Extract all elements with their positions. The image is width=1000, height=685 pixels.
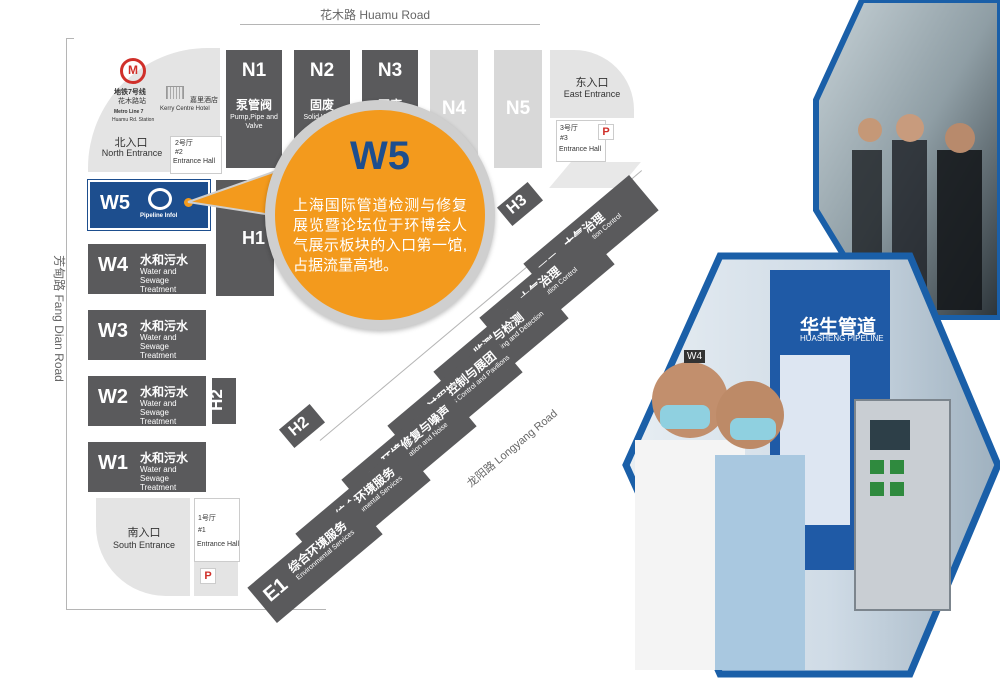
- kerry-cn: 嘉里酒店: [190, 97, 218, 104]
- hall-w4-en: Water and Sewage Treatment: [140, 267, 177, 294]
- hall-w4-code: W4: [98, 254, 128, 276]
- hall-n1-en: Pump,Pipe and Valve: [230, 114, 278, 130]
- hall1-num: #1: [198, 527, 206, 534]
- hall-w1-cn: 水和污水: [140, 451, 189, 465]
- west-road-bottom-tick: [66, 609, 326, 610]
- east-entrance-cn: 东入口: [575, 77, 609, 89]
- hall-w2[interactable]: W2 水和污水 Water and Sewage Treatment: [88, 376, 206, 426]
- west-road-top-tick: [66, 38, 74, 39]
- hall2-en: Entrance Hall: [173, 158, 216, 165]
- hall-h2-diagonal-code: H2: [285, 413, 313, 440]
- hall3-cn: 3号厅: [560, 125, 578, 132]
- hall-n2-cn: 固废: [309, 98, 334, 112]
- entrance-hall-3: [556, 120, 606, 162]
- hall-w2-en: Water and Sewage Treatment: [140, 399, 177, 426]
- hall-n1-cn: 泵管阀: [235, 98, 272, 112]
- southeast-road-label: 龙阳路 Longyang Road: [465, 407, 560, 490]
- metro-station-cn: 花木路站: [118, 98, 146, 105]
- callout-title: W5: [350, 134, 410, 178]
- hall-w3[interactable]: W3 水和污水 Water and Sewage Treatment: [88, 310, 206, 360]
- hall-w1-en: Water and Sewage Treatment: [140, 465, 177, 492]
- hall-n5-code: N5: [505, 98, 531, 119]
- parking-icon-south: P: [200, 568, 216, 584]
- metro-name-en: Metro Line 7: [114, 109, 144, 115]
- entrance-hall-1: [194, 498, 240, 562]
- hex-photo-bottom: [622, 252, 1000, 678]
- hall-w3-code: W3: [98, 320, 128, 342]
- pipeline-logo-text: Pipeline Infol: [140, 213, 178, 219]
- hall-h3-code: H3: [503, 191, 531, 218]
- parking-icon-east: P: [598, 124, 614, 140]
- hall-n1-code: N1: [241, 60, 267, 81]
- hall1-en: Entrance Hall: [197, 541, 240, 548]
- west-road-line: [66, 38, 67, 610]
- hall-h2-vertical[interactable]: H2: [207, 378, 236, 424]
- hex-photo-top: [813, 0, 1000, 320]
- booth-sign: W4: [684, 350, 705, 363]
- north-entrance-cn: 北入口: [114, 137, 148, 149]
- hall-e1-code: E1: [259, 573, 293, 607]
- hall-h1-code: H1: [242, 228, 266, 248]
- pipeline-logo-icon: [148, 188, 172, 210]
- metro-icon: M: [120, 58, 146, 84]
- south-entrance-cn: 南入口: [127, 527, 161, 539]
- w5-callout: W5 上海国际管道检测与修复展览暨论坛位于环博会人气展示板块的入口第一馆,占据流…: [265, 100, 495, 330]
- metro-station-en: Huamu Rd. Station: [112, 117, 155, 123]
- hall-w4[interactable]: W4 水和污水 Water and Sewage Treatment: [88, 244, 206, 294]
- hall3-num: #3: [560, 135, 568, 142]
- entrance-hall-2: [170, 136, 222, 174]
- venue-map: 花木路 Huamu Road 芳甸路 Fang Dian Road 龙阳路 Lo…: [51, 8, 659, 623]
- hall2-num: #2: [175, 149, 183, 156]
- hall-w5-code: W5: [100, 192, 130, 214]
- hall-w3-cn: 水和污水: [140, 319, 189, 333]
- hall-w2-code: W2: [98, 386, 128, 408]
- metro-icon-m: M: [128, 63, 138, 77]
- hall-w1[interactable]: W1 水和污水 Water and Sewage Treatment: [88, 442, 206, 492]
- west-road-label: 芳甸路 Fang Dian Road: [51, 255, 66, 382]
- north-road-label: 花木路 Huamu Road: [320, 8, 431, 22]
- hall-w1-code: W1: [98, 452, 128, 474]
- hall3-en: Entrance Hall: [559, 146, 602, 153]
- callout-text: 上海国际管道检测与修复展览暨论坛位于环博会人气展示板块的入口第一馆,占据流量高地…: [293, 197, 467, 274]
- booth-brand-en: HUASHENG PIPELINE: [800, 334, 884, 343]
- hall-w3-en: Water and Sewage Treatment: [140, 333, 177, 360]
- hall-h3[interactable]: H3: [496, 181, 544, 227]
- booth-brand-cn: 华生管道: [800, 317, 877, 338]
- hotel-icon: [166, 86, 184, 99]
- hall-w4-cn: 水和污水: [140, 253, 189, 267]
- kerry-en: Kerry Centre Hotel: [160, 106, 210, 112]
- hall-h2-diagonal[interactable]: H2: [278, 403, 326, 449]
- hall-w2-cn: 水和污水: [140, 385, 189, 399]
- hall-n5[interactable]: N5: [494, 50, 542, 168]
- hall-n2-code: N2: [309, 60, 335, 81]
- north-entrance-en: North Entrance: [101, 148, 163, 158]
- hall-n4-code: N4: [441, 98, 467, 119]
- south-entrance-en: South Entrance: [112, 540, 176, 550]
- east-entrance-en: East Entrance: [563, 89, 621, 99]
- metro-name-cn: 地铁7号线: [114, 89, 146, 96]
- hall2-cn: 2号厅: [175, 140, 193, 147]
- hall-n1[interactable]: N1 泵管阀 Pump,Pipe and Valve: [226, 50, 282, 168]
- hall-h2-vertical-code: H2: [206, 389, 226, 411]
- hall-n3-code: N3: [377, 60, 403, 81]
- north-road-line: [240, 24, 540, 25]
- hall1-cn: 1号厅: [198, 515, 216, 522]
